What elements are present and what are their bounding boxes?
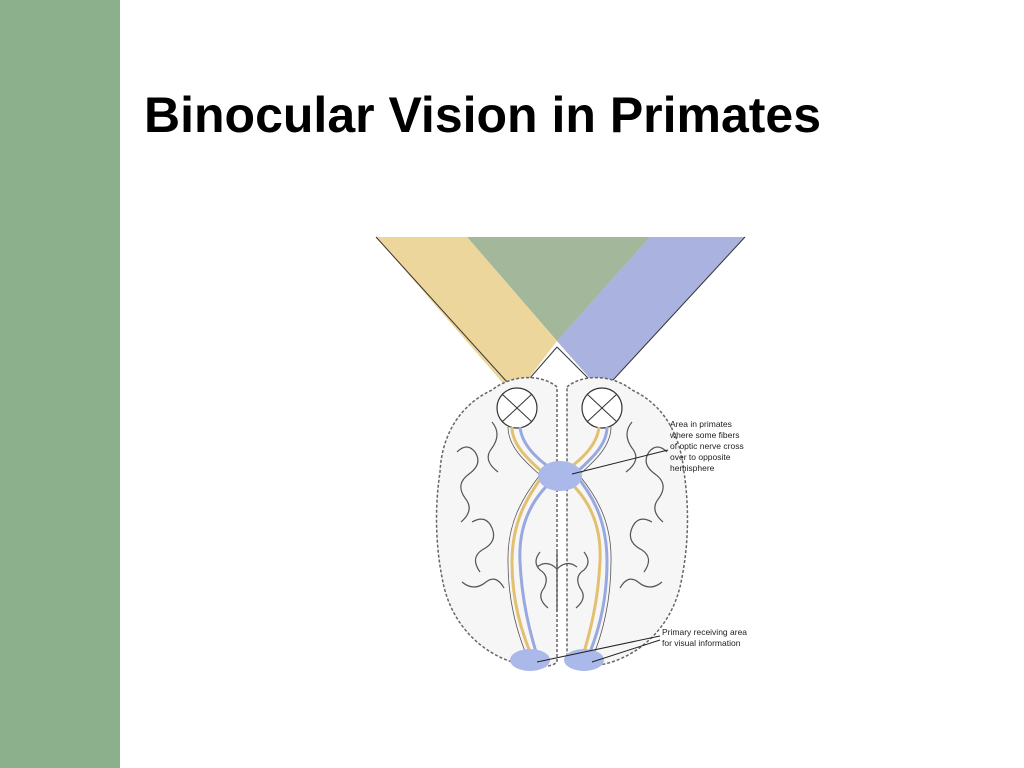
visual-cortex-left-highlight: [510, 649, 550, 671]
brain-sulci: [456, 421, 668, 612]
cortex-leader-line-left: [536, 635, 661, 663]
chiasm-leader-line: [571, 449, 669, 475]
cortex-leader-line-right: [591, 639, 661, 663]
pathway-blue-right: [572, 426, 609, 653]
slide-title: Binocular Vision in Primates: [144, 87, 822, 143]
eyes: [496, 387, 623, 429]
sidebar-accent: [0, 0, 120, 768]
brain-outline: [435, 376, 689, 668]
binocular-overlap-field: [467, 237, 650, 341]
pathway-blue-left: [518, 426, 563, 653]
visual-field-cones: [375, 236, 746, 397]
pathway-yellow-left: [510, 426, 546, 653]
chiasm-annotation: Area in primates where some fibers of op…: [669, 419, 746, 473]
binocular-vision-diagram: Area in primates where some fibers of op…: [362, 222, 772, 684]
optic-pathways: [510, 426, 609, 653]
optic-chiasm-highlight: [538, 461, 582, 491]
pathway-yellow-right: [557, 426, 602, 653]
cortex-annotation: Primary receiving area for visual inform…: [662, 627, 749, 648]
